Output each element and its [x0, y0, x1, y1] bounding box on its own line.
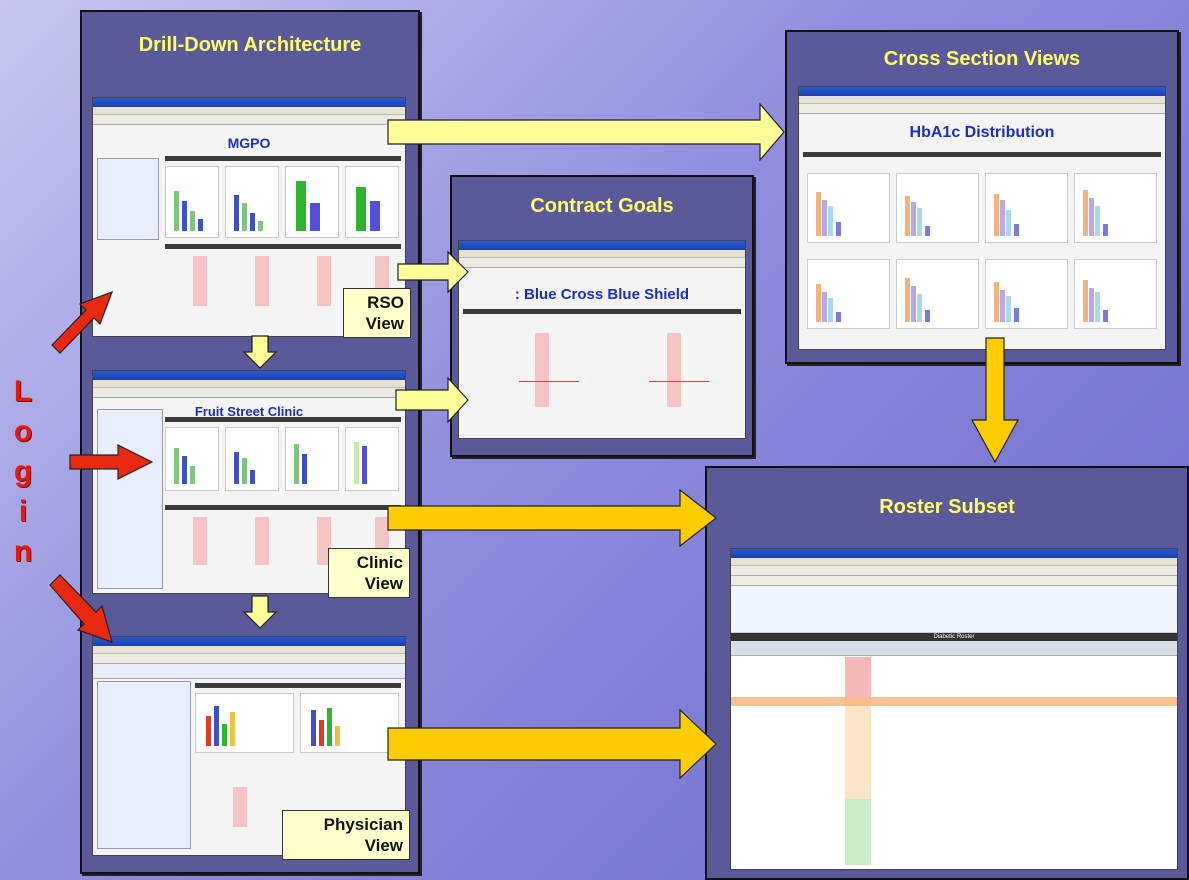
physician-view-line2: View: [364, 836, 403, 855]
rso-view-line1: RSO: [367, 293, 404, 312]
clinic-view-line2: View: [364, 574, 403, 593]
physician-view-line1: Physician: [323, 815, 403, 834]
hba1c-screenshot: HbA1c Distribution: [798, 86, 1166, 350]
drill-down-title: Drill-Down Architecture: [138, 34, 362, 56]
rso-to-contract-arrow: [397, 250, 469, 294]
login-letter: g: [13, 455, 33, 488]
roster-screenshot: Diabetic Roster: [730, 548, 1178, 870]
login-arrow-bottom: [49, 574, 113, 643]
roster-table-title: Diabetic Roster: [731, 633, 1177, 641]
physician-to-roster-arrow: [387, 708, 717, 780]
login-arrow-mid: [69, 444, 154, 480]
mgpo-header: MGPO: [227, 135, 271, 151]
drill-arrow-2: [242, 595, 278, 629]
login-letter: o: [13, 415, 33, 448]
clinic-view-label: Clinic View: [328, 548, 410, 598]
contract-goals-title: Contract Goals: [530, 195, 674, 217]
roster-header: Diabetic Roster: [933, 634, 975, 640]
bcbs-header: : Blue Cross Blue Shield: [514, 286, 690, 303]
login-label: L o g i n: [6, 372, 40, 572]
clinic-view-line1: Clinic: [356, 553, 403, 572]
hba1c-header: HbA1c Distribution: [909, 124, 1055, 141]
cross-section-title: Cross Section Views: [883, 48, 1081, 70]
bcbs-screenshot: : Blue Cross Blue Shield: [458, 240, 746, 439]
fruit-street-header: Fruit Street Clinic: [194, 404, 304, 419]
rso-view-line2: View: [365, 314, 404, 333]
login-letter: L: [13, 375, 33, 408]
rso-view-label: RSO View: [343, 288, 411, 338]
drill-arrow-1: [242, 335, 278, 369]
clinic-to-contract-arrow: [395, 376, 469, 424]
mgpo-to-cross-arrow: [387, 102, 785, 162]
login-letter: i: [18, 495, 28, 528]
login-letter: n: [13, 535, 33, 568]
roster-subset-title: Roster Subset: [879, 496, 1015, 518]
cross-to-roster-arrow: [970, 337, 1020, 464]
login-arrow-top: [51, 290, 114, 354]
clinic-to-roster-arrow: [387, 488, 717, 548]
physician-view-label: Physician View: [282, 810, 410, 860]
fruit-street-screenshot: Fruit Street Clinic: [92, 370, 406, 594]
